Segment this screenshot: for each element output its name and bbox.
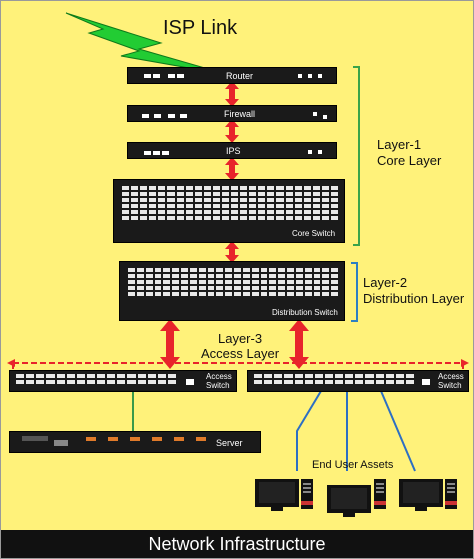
access-layer-bracket bbox=[12, 362, 464, 369]
core-switch-ports bbox=[122, 186, 338, 220]
layer3-title: Layer-3 bbox=[217, 331, 263, 346]
core-switch-device: Core Switch bbox=[113, 179, 345, 243]
end-user-assets-label: End User Assets bbox=[312, 459, 394, 471]
end-user-computer-2 bbox=[327, 479, 386, 517]
core-layer-bracket bbox=[353, 66, 360, 246]
server-label: Server bbox=[216, 438, 243, 448]
layer2-subtitle: Distribution Layer bbox=[363, 291, 465, 306]
layer2-label: Layer-2 Distribution Layer bbox=[363, 275, 464, 307]
distribution-switch-ports bbox=[128, 268, 338, 296]
layer1-title: Layer-1 bbox=[377, 137, 422, 152]
ips-device: IPS bbox=[127, 142, 337, 159]
end-user-cables bbox=[296, 390, 416, 472]
layer3-subtitle: Access Layer bbox=[201, 346, 280, 361]
lightning-bolt-icon bbox=[65, 12, 230, 76]
footer-title: Network Infrastructure bbox=[1, 530, 473, 558]
ips-label: IPS bbox=[226, 146, 241, 156]
distribution-switch-device: Distribution Switch bbox=[119, 261, 345, 321]
firewall-label: Firewall bbox=[224, 109, 256, 119]
distribution-switch-label: Distribution Switch bbox=[272, 308, 338, 317]
layer1-subtitle: Core Layer bbox=[377, 153, 442, 168]
firewall-device: Firewall bbox=[127, 105, 337, 122]
isp-link-label: ISP Link bbox=[163, 17, 238, 39]
core-switch-label: Core Switch bbox=[292, 229, 336, 238]
router-label: Router bbox=[226, 71, 254, 81]
layer2-title: Layer-2 bbox=[363, 275, 408, 290]
router-device: Router bbox=[127, 67, 337, 84]
end-user-computer-1 bbox=[255, 479, 313, 511]
server-device: Server bbox=[9, 431, 261, 453]
end-user-computer-3 bbox=[399, 479, 457, 511]
layer3-label: Layer-3 Access Layer bbox=[201, 331, 279, 361]
distribution-layer-bracket bbox=[351, 262, 358, 322]
layer1-label: Layer-1 Core Layer bbox=[377, 137, 441, 169]
